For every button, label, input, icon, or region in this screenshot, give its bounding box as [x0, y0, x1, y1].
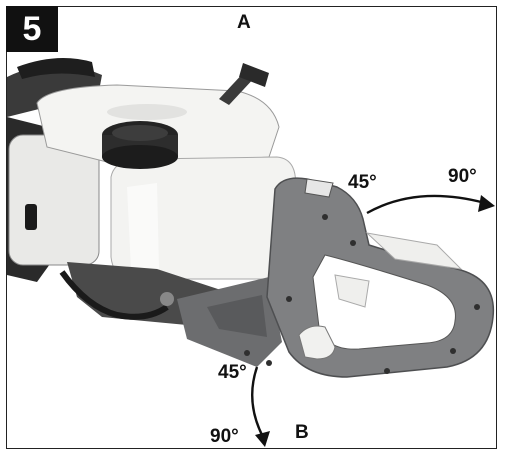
- label-left-45: 45°: [218, 362, 247, 383]
- label-right-45: 45°: [348, 172, 377, 193]
- label-b: B: [295, 422, 309, 443]
- label-left-90: 90°: [210, 426, 239, 447]
- label-a: A: [237, 12, 251, 33]
- label-right-90: 90°: [448, 166, 477, 187]
- figure-number-badge: 5: [6, 6, 58, 52]
- hedge-trimmer-illustration: [7, 58, 495, 447]
- figure-frame: [6, 6, 497, 449]
